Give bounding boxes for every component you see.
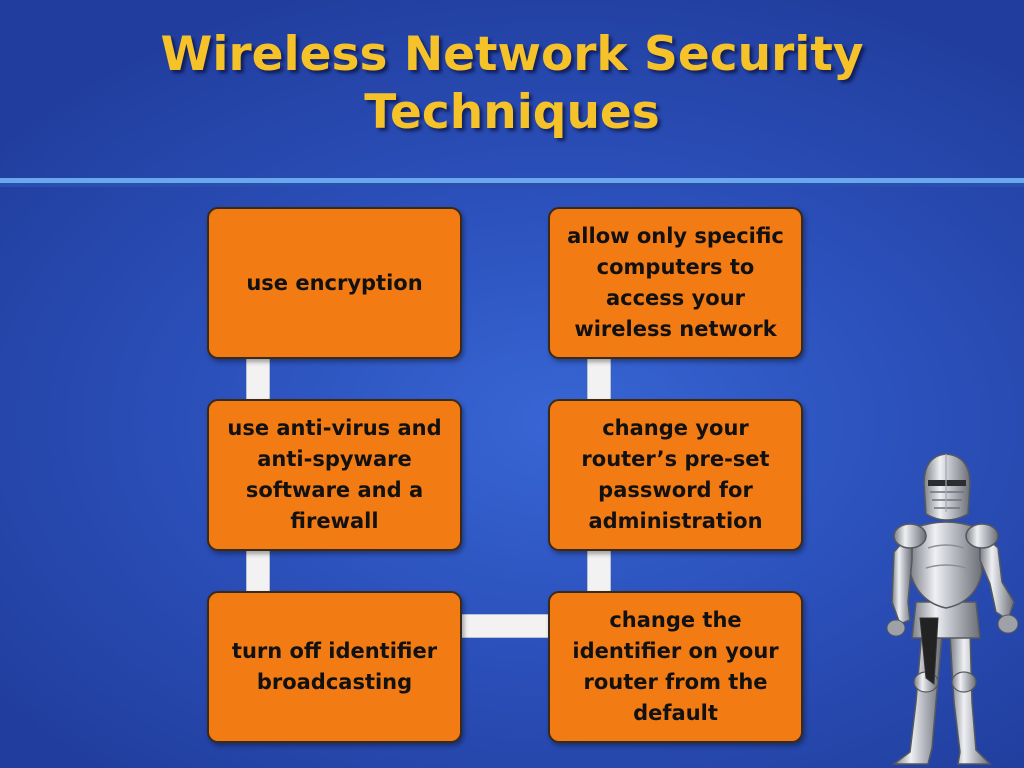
slide-title: Wireless Network Security Techniques bbox=[0, 26, 1024, 142]
slide-title-line-2: Techniques bbox=[364, 85, 660, 140]
technique-label: use encryption bbox=[246, 270, 423, 295]
technique-box-change-identifier: change the identifier on your router fro… bbox=[548, 591, 803, 743]
technique-label: use anti-virus and anti-spyware software… bbox=[227, 416, 442, 533]
technique-label: allow only specific computers to access … bbox=[567, 224, 784, 341]
connector-left-bottom bbox=[246, 547, 270, 595]
slide-title-line-1: Wireless Network Security bbox=[160, 27, 864, 82]
connector-bottom-horizontal bbox=[459, 614, 551, 638]
technique-box-router-password: change your router’s pre-set password fo… bbox=[548, 399, 803, 551]
technique-label: turn off identifier broadcasting bbox=[231, 639, 438, 694]
connector-right-bottom bbox=[587, 547, 611, 595]
technique-box-identifier-broadcasting: turn off identifier broadcasting bbox=[207, 591, 462, 743]
technique-label: change your router’s pre-set password fo… bbox=[581, 416, 770, 533]
technique-box-specific-computers: allow only specific computers to access … bbox=[548, 207, 803, 359]
technique-label: change the identifier on your router fro… bbox=[572, 608, 779, 725]
technique-box-use-encryption: use encryption bbox=[207, 207, 462, 359]
connector-right-top bbox=[587, 355, 611, 403]
knight-icon bbox=[886, 453, 1019, 765]
title-divider-shadow bbox=[0, 183, 1024, 187]
title-divider bbox=[0, 178, 1024, 183]
connector-left-top bbox=[246, 355, 270, 403]
technique-box-antivirus: use anti-virus and anti-spyware software… bbox=[207, 399, 462, 551]
